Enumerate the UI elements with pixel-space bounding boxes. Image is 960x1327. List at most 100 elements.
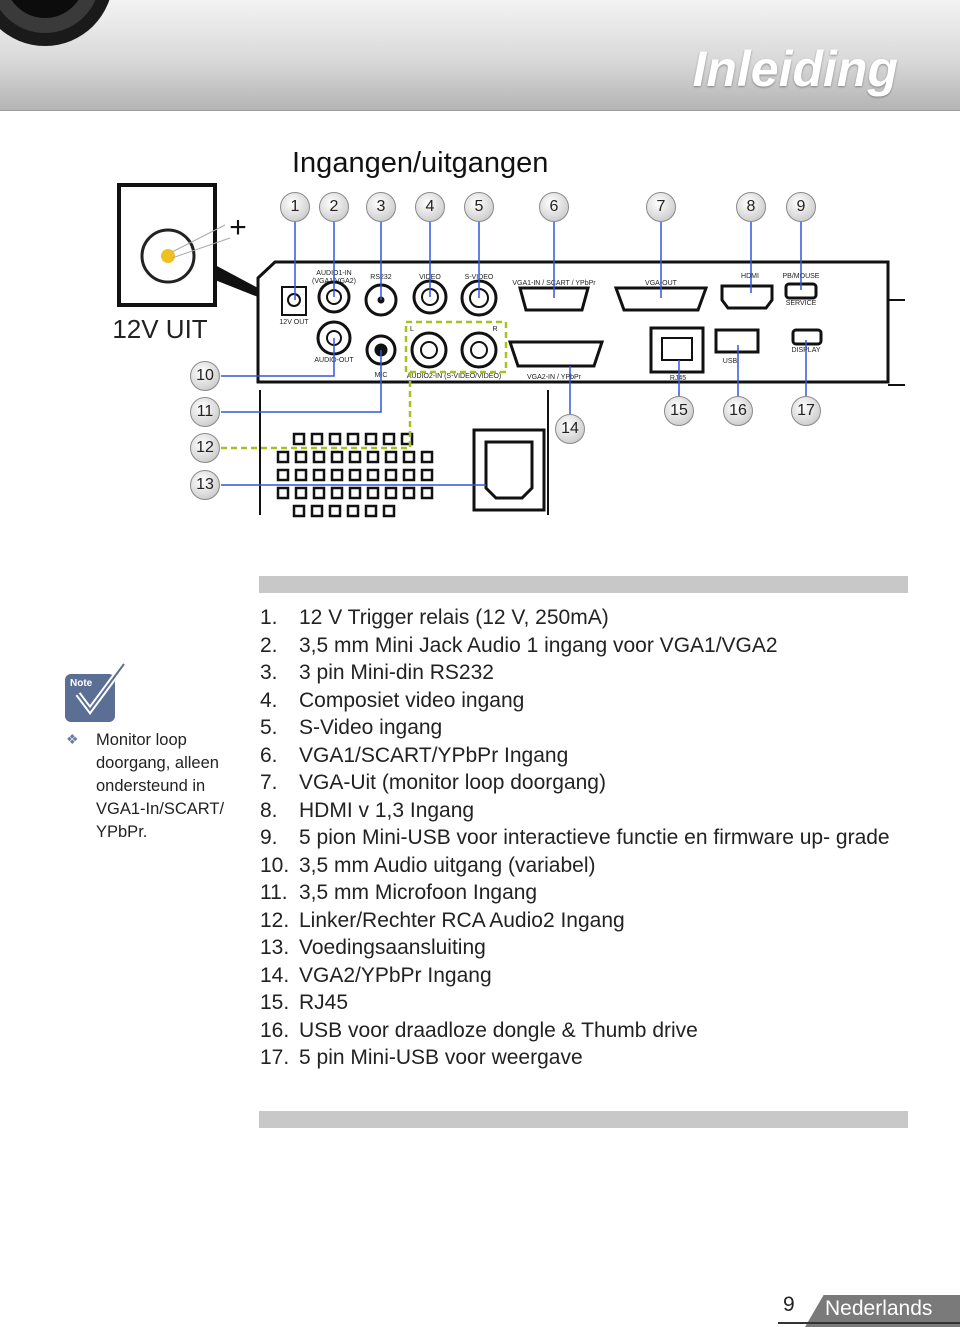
usb-port — [714, 328, 760, 354]
list-item: 8. HDMI v 1,3 Ingang — [260, 797, 900, 825]
label-12v-out: 12V OUT — [279, 319, 309, 326]
label-rj45: RJ45 — [670, 375, 686, 382]
vga2-in-port — [507, 340, 605, 368]
list-item: 6.VGA1/SCART/YPbPr Ingang — [260, 742, 900, 770]
callout-leader-lines — [221, 222, 807, 486]
list-item-text: S-Video ingang — [299, 716, 443, 739]
display-usb-port — [791, 328, 823, 346]
callout-number: 13 — [190, 470, 220, 500]
list-item-text: VGA2/YPbPr Ingang — [299, 963, 492, 987]
callout-number: 8 — [736, 192, 766, 222]
list-item: 2. 3,5 mm Mini Jack Audio 1 ingang voor V… — [260, 632, 900, 660]
connector-list: 1. 12 V Trigger relais (12 V, 250mA) 2. 3,5… — [260, 604, 900, 1072]
callout-number: 7 — [646, 192, 676, 222]
callout-number: 16 — [723, 396, 753, 426]
list-item-number: 1. — [260, 606, 278, 629]
list-item-number: 11. — [260, 881, 288, 904]
connector-panel-diagram: + 12V UIT AUDIO1-IN (VGA1/VGA2) RS232 VI… — [112, 183, 905, 518]
list-item: 13. Voedingsaansluiting — [260, 934, 900, 962]
list-item-text: 5 pin Mini-USB voor weergave — [299, 1046, 583, 1069]
list-item: 4. Composiet video ingang — [260, 687, 900, 715]
callout-number: 4 — [415, 192, 445, 222]
trigger-label: 12V UIT — [112, 314, 207, 344]
list-item: 5. S-Video ingang — [260, 714, 900, 742]
list-item-text: 3 pin Mini-din RS232 — [299, 661, 494, 684]
label-usb: USB — [723, 358, 738, 365]
list-item-text: 3,5 mm Mini Jack Audio 1 ingang voor VGA… — [299, 633, 778, 657]
diamond-bullet-icon: ❖ — [66, 731, 79, 747]
list-item-number: 5. — [260, 716, 278, 739]
list-item-number: 4. — [260, 688, 278, 712]
label-right: R — [492, 326, 497, 333]
note-text: Monitor loop doorgang, alleen ondersteun… — [96, 731, 225, 841]
list-item-number: 16. — [260, 1018, 290, 1042]
bottom-divider-bar — [259, 1111, 908, 1128]
list-item-text: VGA-Uit (monitor loop doorgang) — [299, 771, 606, 794]
list-item: 10. 3,5 mm Audio uitgang (variabel) — [260, 852, 900, 880]
list-item-number: 2. — [260, 633, 278, 657]
list-item-number: 13. — [260, 936, 290, 959]
footer-tab — [805, 1295, 960, 1327]
plus-sign: + — [229, 211, 247, 244]
label-audio2-in: AUDIO2-IN (S-VIDEO/VIDEO) — [407, 373, 502, 380]
list-item-number: 15. — [260, 991, 290, 1014]
list-item: 12. Linker/Rechter RCA Audio2 Ingang — [260, 907, 900, 935]
list-item-text: VGA1/SCART/YPbPr Ingang — [299, 743, 569, 767]
note-icon-label: Note — [70, 678, 93, 689]
callout-number: 11 — [190, 397, 220, 427]
callout-number: 3 — [366, 192, 396, 222]
list-item: 1. 12 V Trigger relais (12 V, 250mA) — [260, 604, 900, 632]
list-item-text: 3,5 mm Microfoon Ingang — [299, 881, 538, 904]
callout-number: 14 — [555, 414, 585, 444]
list-item-number: 12. — [260, 908, 290, 932]
list-item: 9. 5 pion Mini-USB voor interactieve func… — [260, 824, 900, 852]
list-item-text: USB voor draadloze dongle & Thumb drive — [299, 1018, 698, 1042]
list-item-number: 7. — [260, 771, 278, 794]
list-item-text: Composiet video ingang — [299, 688, 525, 712]
footer-line — [778, 1322, 960, 1324]
hdmi-port — [720, 284, 774, 310]
page-number: 9 — [783, 1293, 795, 1316]
list-item-number: 10. — [260, 853, 290, 877]
list-item-text: HDMI v 1,3 Ingang — [299, 798, 475, 822]
list-item: 14. VGA2/YPbPr Ingang — [260, 962, 900, 990]
page-header-title: Inleiding — [692, 41, 898, 97]
list-item: 3.3 pin Mini-din RS232 — [260, 659, 900, 687]
vga1-in-port — [518, 286, 590, 312]
callout-number: 1 — [280, 192, 310, 222]
callout-number: 9 — [786, 192, 816, 222]
audio2-highlight — [221, 320, 508, 450]
list-item: 15. RJ45 — [260, 989, 900, 1017]
list-item-text: Voedingsaansluiting — [299, 936, 486, 959]
rj45-port — [649, 326, 705, 374]
list-item-text: 12 V Trigger relais (12 V, 250mA) — [299, 606, 609, 629]
list-item-number: 9. — [260, 826, 278, 849]
header-bar: Inleiding — [0, 0, 960, 111]
list-item-text: RJ45 — [299, 991, 349, 1014]
top-divider-bar — [259, 576, 908, 593]
list-item-text: 3,5 mm Audio uitgang (variabel) — [299, 853, 596, 877]
label-left: L — [410, 326, 414, 333]
trigger-jack-detail: + 12V UIT — [112, 183, 258, 344]
list-item-text: 5 pion Mini-USB voor interactieve functi… — [299, 826, 890, 849]
section-title: Ingangen/uitgangen — [292, 147, 549, 179]
projector-lens-icon — [0, 0, 110, 46]
callout-number: 6 — [539, 192, 569, 222]
list-item-text: Linker/Rechter RCA Audio2 Ingang — [299, 908, 625, 932]
callout-number: 10 — [190, 361, 220, 391]
list-item: 16. USB voor draadloze dongle & Thumb dri… — [260, 1017, 900, 1045]
vga-out-port — [613, 286, 709, 312]
callout-number: 12 — [190, 433, 220, 463]
list-item-number: 14. — [260, 963, 290, 987]
footer-language: Nederlands — [825, 1297, 933, 1320]
callout-number: 15 — [664, 396, 694, 426]
vent-grille — [276, 432, 434, 518]
label-vga2-in: VGA2-IN / YPbPr — [527, 374, 582, 381]
list-item: 7. VGA-Uit (monitor loop doorgang) — [260, 769, 900, 797]
label-service: SERVICE — [786, 300, 817, 307]
list-item-number: 8. — [260, 798, 278, 822]
callout-number: 17 — [791, 396, 821, 426]
list-item: 11. 3,5 mm Microfoon Ingang — [260, 879, 900, 907]
callout-number: 2 — [319, 192, 349, 222]
note-icon: Note — [65, 662, 127, 722]
